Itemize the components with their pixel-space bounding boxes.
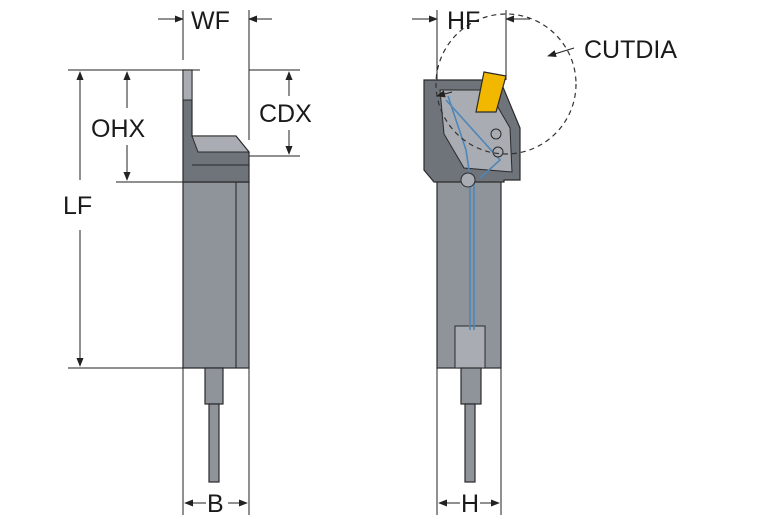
hf-label: HF (447, 7, 480, 35)
cdx-label: CDX (259, 100, 312, 128)
wf-label: WF (191, 7, 230, 35)
wf-dimension: WF (158, 7, 272, 140)
ohx-label: OHX (91, 115, 146, 143)
cutdia-dimension: CUTDIA (436, 36, 677, 98)
side-coolant-stub (204, 367, 224, 405)
b-label: B (207, 490, 224, 518)
front-coolant-stub (460, 367, 482, 405)
side-shank (182, 181, 250, 369)
lf-dimension: LF (63, 69, 205, 369)
hf-dimension: HF (412, 7, 530, 80)
h-dimension: H (436, 368, 502, 518)
cutting-insert (475, 71, 507, 113)
lf-label: LF (63, 192, 92, 220)
cutdia-label: CUTDIA (584, 36, 677, 64)
b-dimension: B (182, 368, 250, 518)
front-view (423, 13, 577, 483)
cutting-diameter-circle (435, 13, 577, 155)
ohx-dimension: OHX (91, 71, 183, 183)
cdx-dimension: CDX (249, 69, 312, 157)
h-label: H (461, 490, 479, 518)
front-coolant-pipe (464, 403, 476, 483)
side-coolant-pipe (208, 403, 220, 483)
side-view (182, 69, 251, 483)
